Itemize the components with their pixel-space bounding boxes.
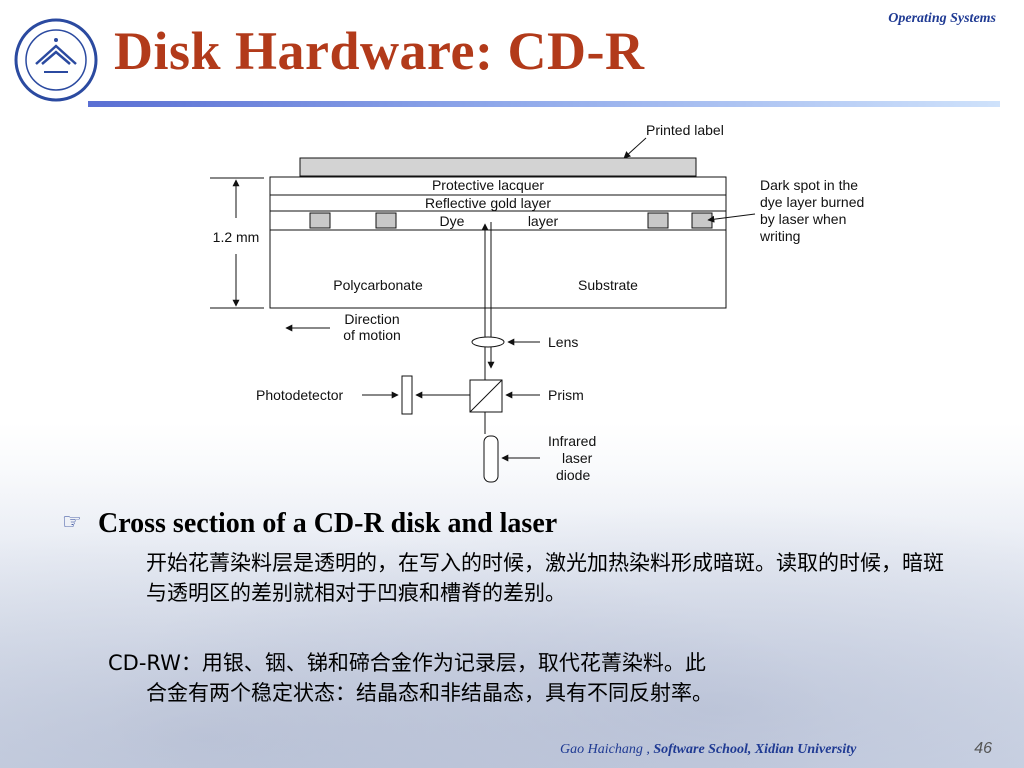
- label-infrared-3: diode: [556, 467, 590, 483]
- dark-spot: [691, 212, 713, 229]
- label-substrate: Substrate: [578, 277, 638, 293]
- label-direction-2: of motion: [343, 327, 401, 343]
- label-prism: Prism: [548, 387, 584, 403]
- dark-spot: [309, 212, 331, 229]
- label-layer: layer: [528, 213, 559, 229]
- bullet-text: Cross section of a CD-R disk and laser: [98, 508, 558, 539]
- paragraph-cdrw-line1: CD-RW：用银、铟、锑和碲合金作为记录层，取代花菁染料。此: [108, 651, 706, 675]
- label-dark-spot-3: by laser when: [760, 211, 846, 227]
- footer-university: Xidian University: [754, 742, 857, 757]
- label-infrared-2: laser: [562, 450, 593, 466]
- substrate-layer: [269, 229, 727, 309]
- background-campus-image: [0, 468, 1024, 768]
- label-polycarbonate: Polycarbonate: [333, 277, 423, 293]
- course-name: Operating Systems: [888, 11, 996, 26]
- paragraph-dye-explanation: 开始花菁染料层是透明的，在写入的时候，激光加热染料形成暗斑。读取的时候，暗斑与透…: [146, 551, 944, 605]
- footer-school: Software School,: [653, 742, 752, 757]
- label-lens: Lens: [548, 334, 578, 350]
- label-printed-label: Printed label: [646, 122, 724, 138]
- footer-credits: Gao Haichang , Software School, Xidian U…: [560, 742, 856, 758]
- label-direction-1: Direction: [344, 311, 399, 327]
- dark-spot: [647, 212, 669, 229]
- dark-spot: [375, 212, 397, 229]
- photodetector: [401, 375, 413, 415]
- label-protective-lacquer: Protective lacquer: [432, 177, 544, 193]
- printed-label-layer: [299, 157, 697, 177]
- label-dark-spot-2: dye layer burned: [760, 194, 864, 210]
- label-photodetector: Photodetector: [256, 387, 344, 403]
- label-reflective-gold: Reflective gold layer: [425, 195, 551, 211]
- paragraph-cdrw-line2: 合金有两个稳定状态：结晶态和非结晶态，具有不同反射率。: [146, 681, 713, 705]
- university-seal-logo: [14, 18, 98, 102]
- label-dark-spot-1: Dark spot in the: [760, 177, 858, 193]
- paragraph-cdrw-explanation: CD-RW：用银、铟、锑和碲合金作为记录层，取代花菁染料。此 合金有两个稳定状态…: [108, 648, 928, 708]
- slide-title: Disk Hardware: CD-R: [114, 21, 645, 81]
- label-infrared-1: Infrared: [548, 433, 596, 449]
- label-dark-spot-4: writing: [759, 228, 800, 244]
- label-dye: Dye: [440, 213, 465, 229]
- label-thickness: 1.2 mm: [213, 229, 260, 245]
- laser-diode: [483, 435, 499, 483]
- footer-author: Gao Haichang ,: [560, 742, 650, 757]
- page-number: 46: [974, 740, 992, 757]
- lens: [471, 336, 505, 348]
- title-underline: [88, 101, 1000, 107]
- cdr-cross-section-diagram: Protective lacquer Reflective gold layer…: [210, 122, 864, 483]
- hand-pointing-icon: ☞: [62, 510, 82, 535]
